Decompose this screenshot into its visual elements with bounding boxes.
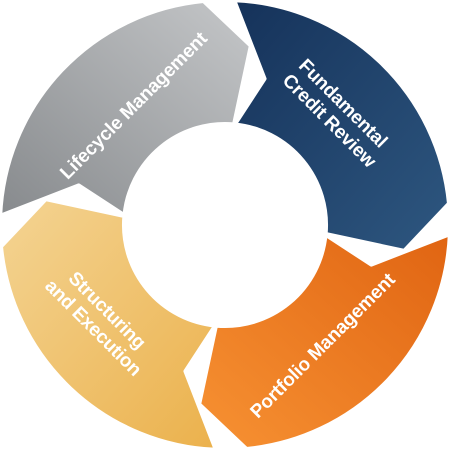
segment-lifecycle-management — [0, 0, 253, 218]
segment-portfolio-management — [197, 232, 450, 450]
segment-structuring-and-execution — [0, 197, 218, 450]
segment-fundamental-credit-review — [232, 0, 450, 253]
